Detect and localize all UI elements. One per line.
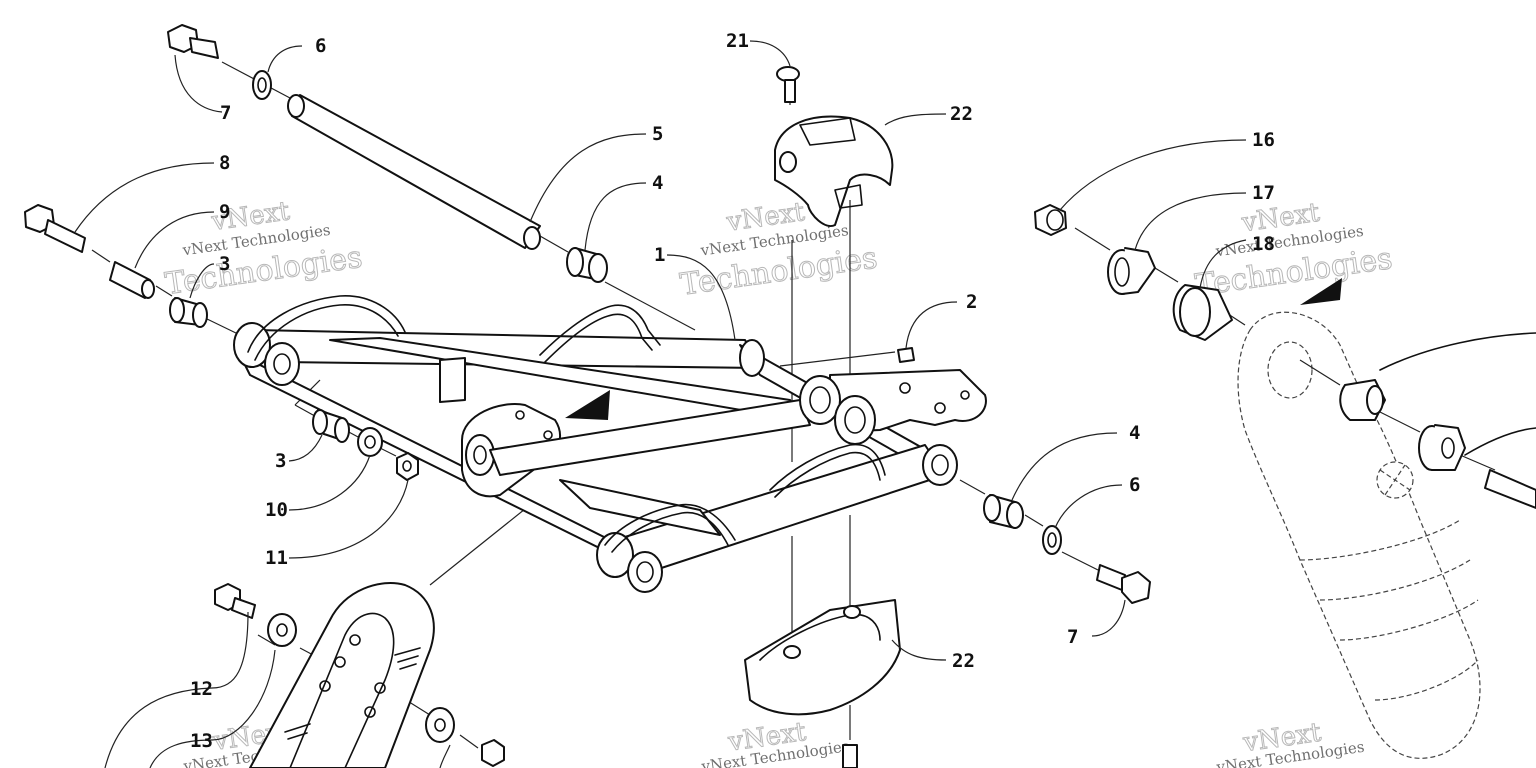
collar-17 [1107, 247, 1156, 295]
nut-bottom [481, 739, 505, 767]
fitting-2 [897, 347, 915, 363]
shock-absorber [1237, 311, 1481, 759]
callout-11: 11 [265, 547, 288, 569]
callout-10: 10 [265, 499, 288, 521]
callout-1: 1 [654, 244, 665, 266]
callout-22: 22 [952, 650, 975, 672]
washer-bottom [425, 707, 455, 743]
bolt-12 [214, 583, 256, 619]
callout-4: 4 [1129, 422, 1140, 444]
strap-bracket [249, 582, 435, 768]
washer-10 [357, 427, 383, 457]
callout-16: 16 [1252, 129, 1275, 151]
callout-labels: 6 7 8 9 3 5 4 1 21 22 2 3 10 11 4 6 7 16… [190, 30, 1275, 752]
leader-offscreen [1379, 332, 1536, 371]
shock-bushing-right [1339, 379, 1386, 421]
callout-2: 2 [966, 291, 977, 313]
direction-arrow-icon [1300, 278, 1342, 305]
callout-9: 9 [219, 201, 230, 223]
nut-11 [396, 452, 419, 481]
callout-4: 4 [652, 172, 663, 194]
swing-arm-frame [233, 278, 1342, 593]
callout-5: 5 [652, 123, 663, 145]
bolt-8 [24, 204, 86, 253]
bushing-18 [1172, 284, 1233, 341]
bumper-22-top [774, 115, 894, 227]
bumper-22-bottom [744, 599, 901, 716]
bolt-7-top [167, 24, 219, 59]
callout-3: 3 [219, 253, 230, 275]
screw-21 [776, 66, 800, 103]
hardware-parts [24, 24, 1536, 768]
callout-12: 12 [190, 678, 213, 700]
bushing-3-bottom [312, 409, 350, 443]
screw-bottom [842, 744, 858, 768]
callout-6: 6 [315, 35, 326, 57]
spacer-9 [109, 261, 155, 299]
callout-7: 7 [220, 102, 231, 124]
washer-6-right [1042, 525, 1062, 555]
washer-13 [267, 613, 297, 647]
washer-6-top [252, 70, 272, 100]
nut-16 [1034, 204, 1067, 236]
bolt-7-right [1096, 564, 1151, 604]
shock-bolt-right [1484, 469, 1536, 509]
callout-22: 22 [950, 103, 973, 125]
callout-13: 13 [190, 730, 213, 752]
callout-21: 21 [726, 30, 749, 52]
bushing-4-top [566, 247, 608, 283]
direction-arrow-icon [565, 390, 610, 420]
callout-17: 17 [1252, 182, 1275, 204]
callout-7: 7 [1067, 626, 1078, 648]
callout-18: 18 [1252, 233, 1275, 255]
callout-leaders [74, 40, 1247, 768]
bushing-3-top [169, 297, 208, 328]
callout-3: 3 [275, 450, 286, 472]
shock-collar-right [1418, 424, 1466, 471]
callout-6: 6 [1129, 474, 1140, 496]
callout-8: 8 [219, 152, 230, 174]
shaft-5 [287, 94, 541, 250]
bushing-4-right [983, 494, 1024, 529]
